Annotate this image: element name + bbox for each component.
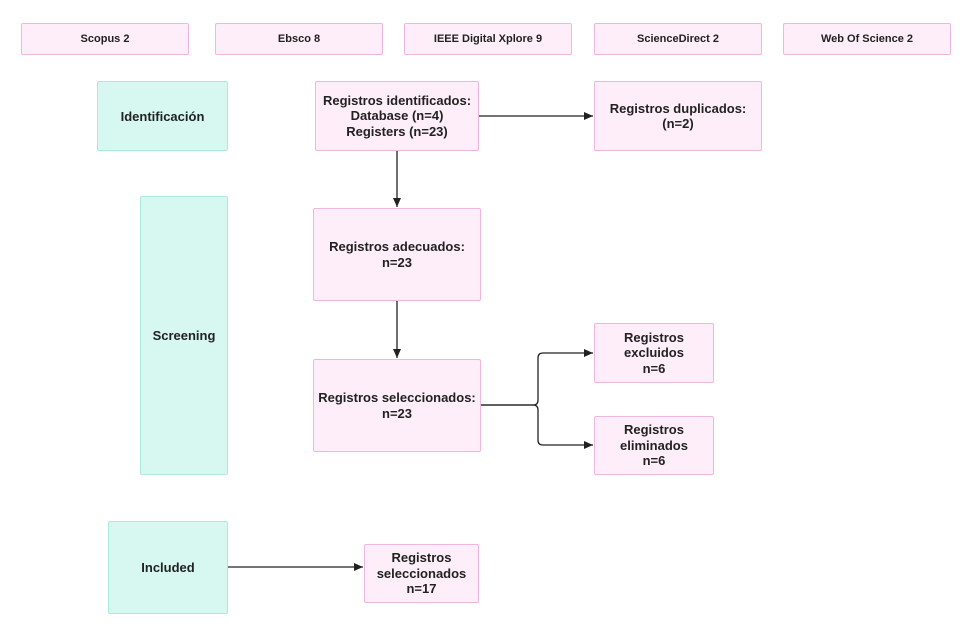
source-scopus-label: Scopus 2 [80,33,130,45]
node-identified-line-2: Database (n=4) [350,108,444,124]
node-registros-adecuados[interactable]: Registros adecuados: n=23 [313,208,481,301]
source-ieee[interactable]: IEEE Digital Xplore 9 [404,23,572,55]
phase-screening-label: Screening [152,328,216,343]
phase-included-label: Included [141,560,195,575]
node-excluded-line-2: excluidos [624,345,684,361]
node-eliminated-line-3: n=6 [642,453,666,469]
node-identified-line-3: Registers (n=23) [346,123,448,139]
node-eliminated-line-1: Registros [624,422,684,438]
source-web-of-science-label: Web Of Science 2 [820,33,914,45]
phase-screening[interactable]: Screening [140,196,228,475]
source-scopus[interactable]: Scopus 2 [21,23,189,55]
phase-identification-label: Identificación [120,108,205,124]
node-registros-duplicados[interactable]: Registros duplicados: (n=2) [594,81,762,151]
node-selected-line-2: n=23 [382,405,412,421]
phase-included[interactable]: Included [108,521,228,614]
node-registros-seleccionados-final[interactable]: Registros seleccionados n=17 [364,544,479,603]
node-registros-identificados[interactable]: Registros identificados: Database (n=4) … [315,81,479,151]
phase-identification[interactable]: Identificación [97,81,228,151]
source-ebsco-label: Ebsco 8 [277,33,321,45]
source-web-of-science[interactable]: Web Of Science 2 [783,23,951,55]
source-ieee-label: IEEE Digital Xplore 9 [433,33,543,45]
source-sciencedirect-label: ScienceDirect 2 [637,33,719,45]
source-sciencedirect[interactable]: ScienceDirect 2 [594,23,762,55]
source-ebsco[interactable]: Ebsco 8 [215,23,383,55]
node-identified-line-1: Registros identificados: [322,92,472,108]
node-excluded-line-3: n=6 [642,360,666,376]
node-registros-eliminados[interactable]: Registros eliminados n=6 [594,416,714,475]
node-duplicates-line-2: (n=2) [662,116,694,131]
node-registros-excluidos[interactable]: Registros excluidos n=6 [594,323,714,383]
node-registros-seleccionados[interactable]: Registros seleccionados: n=23 [313,359,481,452]
arrow-selected-to-eliminated [481,404,593,449]
node-adequate-line-1: Registros adecuados: [329,239,465,254]
node-selected-line-1: Registros seleccionados: [318,390,476,405]
node-adequate-line-2: n=23 [381,254,412,270]
node-excluded-line-1: Registros [624,329,684,345]
node-final-line-3: n=17 [406,581,437,597]
node-eliminated-line-2: eliminados [620,437,688,453]
node-final-line-2: seleccionados [376,565,467,581]
arrow-selected-to-excluded [481,349,593,406]
node-duplicates-line-1: Registros duplicados: [609,100,747,116]
node-final-line-1: Registros [391,550,452,566]
